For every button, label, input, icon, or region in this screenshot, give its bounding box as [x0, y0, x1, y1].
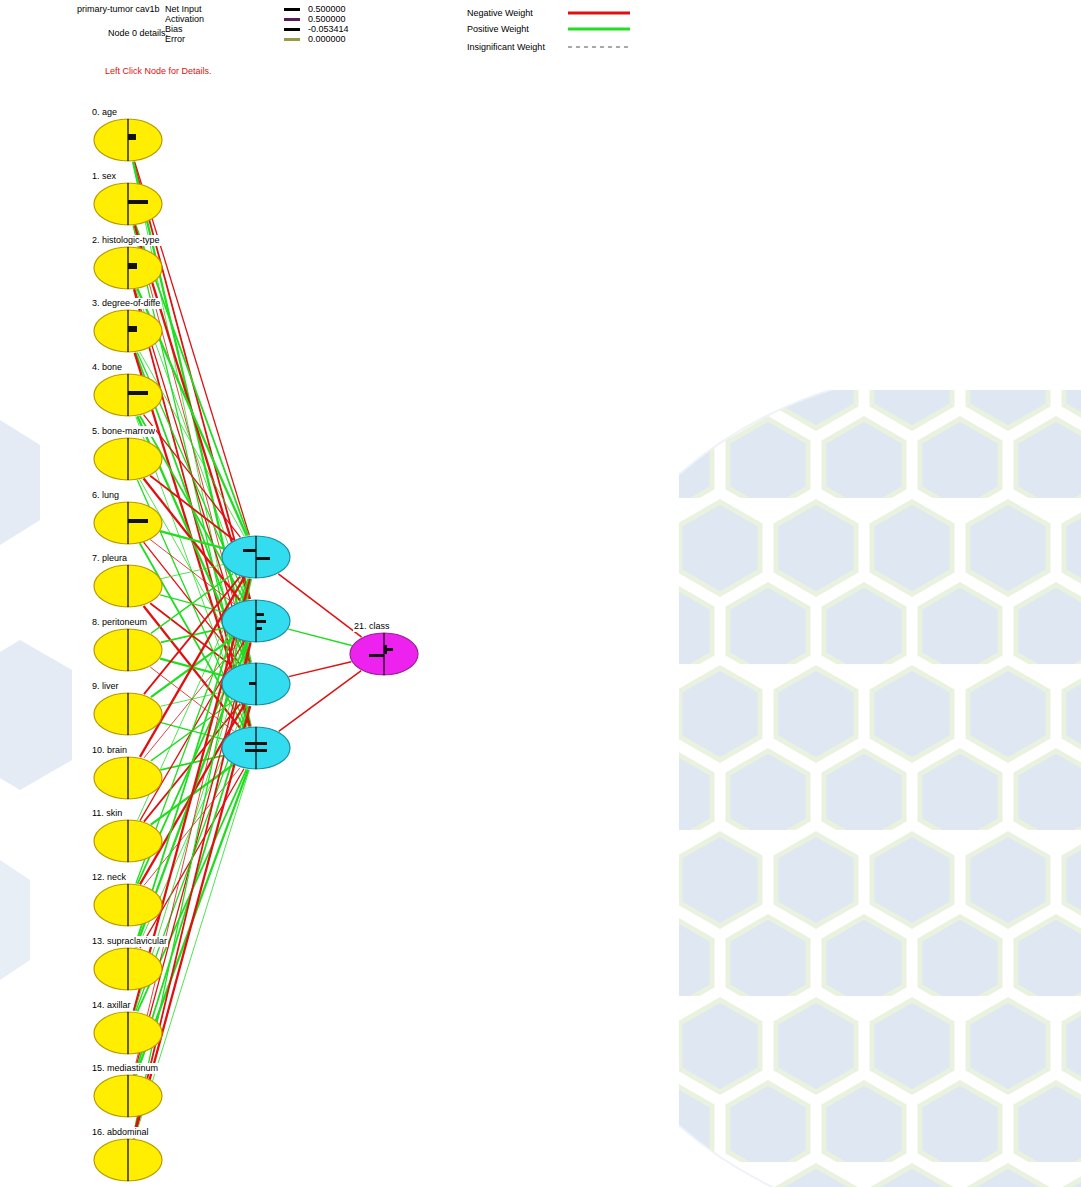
- detail-text: 0.000000: [308, 34, 346, 45]
- input-node: 16. abdominal: [93, 1138, 163, 1182]
- detail-text: Node 0 details.: [108, 28, 168, 39]
- node-label: 13. supraclavicular: [91, 936, 168, 947]
- node-ellipse: [93, 1011, 163, 1055]
- input-node: 6. lung: [93, 501, 163, 545]
- weight-connector: [150, 476, 234, 540]
- input-node: 14. axillar: [93, 1011, 163, 1055]
- detail-text: Error: [165, 34, 185, 45]
- weight-connector: [160, 531, 224, 548]
- hidden-node: [221, 599, 291, 643]
- node-ellipse: [93, 1074, 163, 1118]
- input-node: 15. mediastinum: [93, 1074, 163, 1118]
- node-ellipse: [93, 246, 163, 290]
- weight-connector: [278, 574, 361, 637]
- node-ellipse: [93, 437, 163, 481]
- input-node: 0. age: [93, 118, 163, 162]
- legend-entry: Positive Weight: [467, 24, 529, 35]
- node-ellipse: [93, 628, 163, 672]
- weight-connector: [288, 629, 351, 645]
- input-node: 5. bone-marrow: [93, 437, 163, 481]
- input-node: 13. supraclavicular: [93, 947, 163, 991]
- node-ellipse: [221, 599, 291, 643]
- hidden-node: [221, 662, 291, 706]
- node-label: 5. bone-marrow: [91, 426, 156, 437]
- output-node: 21. class: [349, 632, 419, 676]
- legend-entry: Insignificant Weight: [467, 42, 545, 53]
- detail-text: Activation: [165, 14, 204, 25]
- node-ellipse: [221, 726, 291, 770]
- details-swatches: [284, 8, 300, 41]
- input-node: 10. brain: [93, 756, 163, 800]
- detail-text: 0.500000: [308, 4, 346, 15]
- input-node: 12. neck: [93, 883, 163, 927]
- node-ellipse: [93, 309, 163, 353]
- node-label: 9. liver: [91, 681, 120, 692]
- input-node: 11. skin: [93, 819, 163, 863]
- hidden-node: [221, 535, 291, 579]
- weight-connector: [151, 574, 233, 634]
- node-label: 10. brain: [91, 745, 128, 756]
- node-ellipse: [93, 756, 163, 800]
- input-node: 9. liver: [93, 692, 163, 736]
- node-ellipse: [93, 373, 163, 417]
- legend-entry: Negative Weight: [467, 8, 533, 19]
- legend-text: Positive Weight: [467, 24, 529, 34]
- input-node: 2. histologic-type: [93, 246, 163, 290]
- legend-text: Insignificant Weight: [467, 42, 545, 52]
- weight-connector: [150, 540, 234, 604]
- node-label: 16. abdominal: [91, 1127, 150, 1138]
- node-label: 0. age: [91, 107, 118, 118]
- weight-connector: [289, 662, 352, 677]
- node-ellipse: [93, 819, 163, 863]
- legend-samples: [568, 13, 630, 47]
- node-ellipse: [93, 118, 163, 162]
- node-ellipse: [349, 632, 419, 676]
- node-ellipse: [93, 947, 163, 991]
- node-label: 21. class: [353, 621, 391, 632]
- input-node: 7. pleura: [93, 564, 163, 608]
- node-ellipse: [93, 883, 163, 927]
- node-label: 7. pleura: [91, 553, 128, 564]
- node-ellipse: [221, 662, 291, 706]
- input-node: 4. bone: [93, 373, 163, 417]
- hint-text: Left Click Node for Details.: [105, 66, 212, 77]
- node-ellipse: [93, 182, 163, 226]
- detail-text: Net Input: [165, 4, 202, 15]
- weight-connector: [161, 565, 223, 579]
- detail-text: primary-tumor cav1b: [77, 4, 160, 15]
- node-label: 12. neck: [91, 872, 127, 883]
- detail-text: 0.500000: [308, 14, 346, 25]
- weight-connector: [279, 671, 362, 732]
- detail-text: Bias: [165, 24, 183, 35]
- node-label: 4. bone: [91, 362, 123, 373]
- node-label: 8. peritoneum: [91, 617, 148, 628]
- node-label: 2. histologic-type: [91, 235, 161, 246]
- node-ellipse: [93, 564, 163, 608]
- node-label: 15. mediastinum: [91, 1063, 159, 1074]
- node-ellipse: [93, 1138, 163, 1182]
- node-label: 14. axillar: [91, 1000, 132, 1011]
- node-ellipse: [93, 501, 163, 545]
- input-node: 1. sex: [93, 182, 163, 226]
- hidden-node: [221, 726, 291, 770]
- node-ellipse: [93, 692, 163, 736]
- node-label: 1. sex: [91, 171, 117, 182]
- node-ellipse: [221, 535, 291, 579]
- node-label: 11. skin: [91, 808, 123, 819]
- node-label: 6. lung: [91, 490, 120, 501]
- legend-text: Negative Weight: [467, 8, 533, 18]
- node-label: 3. degree-of-diffe: [91, 298, 161, 309]
- input-node: 3. degree-of-diffe: [93, 309, 163, 353]
- detail-text: -0.053414: [308, 24, 349, 35]
- input-node: 8. peritoneum: [93, 628, 163, 672]
